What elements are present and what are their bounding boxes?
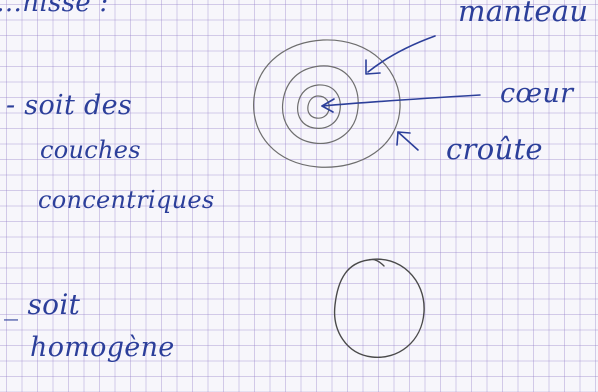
homogeneous-sphere-sketch xyxy=(335,259,425,357)
label-coeur: cœur xyxy=(500,78,573,109)
arrow-to-mantle xyxy=(368,36,435,72)
option-one-line-3: concentriques xyxy=(38,186,214,214)
inner-layer-circle xyxy=(298,85,341,128)
heading-fragment: …nisse : xyxy=(0,0,109,18)
option-two-line-2: homogène xyxy=(30,332,175,363)
option-two-line-1: _ soit xyxy=(4,288,80,321)
option-one-line-2: couches xyxy=(40,136,141,164)
label-croute: croûte xyxy=(446,132,543,166)
arrow-to-crust xyxy=(398,132,418,150)
option-one-line-1: - soit des xyxy=(6,90,132,121)
label-manteau: manteau xyxy=(458,0,588,28)
core-circle xyxy=(308,96,329,118)
arrow-to-core xyxy=(322,95,480,106)
arrow-to-crust-head xyxy=(397,132,410,145)
